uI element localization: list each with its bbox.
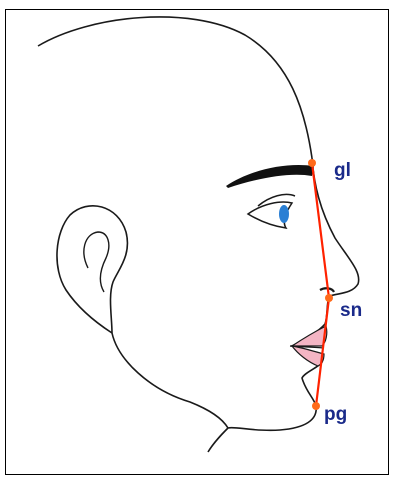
iris xyxy=(279,205,289,223)
head-outline xyxy=(38,17,312,158)
landmark-label-sn: sn xyxy=(340,300,362,321)
ear xyxy=(57,206,128,333)
ear-inner xyxy=(84,232,109,292)
landmark-point-sn xyxy=(325,294,333,302)
reference-line xyxy=(312,163,329,406)
landmark-point-gl xyxy=(308,159,316,167)
eyebrow xyxy=(226,165,314,188)
landmark-label-gl: gl xyxy=(334,160,351,181)
face-outline xyxy=(228,158,359,430)
landmark-label-pg: pg xyxy=(324,404,347,425)
upper-lip xyxy=(292,326,327,346)
neck-outline xyxy=(208,428,228,452)
landmark-point-pg xyxy=(312,402,320,410)
jaw-outline xyxy=(112,333,228,428)
lower-lip xyxy=(292,346,324,366)
